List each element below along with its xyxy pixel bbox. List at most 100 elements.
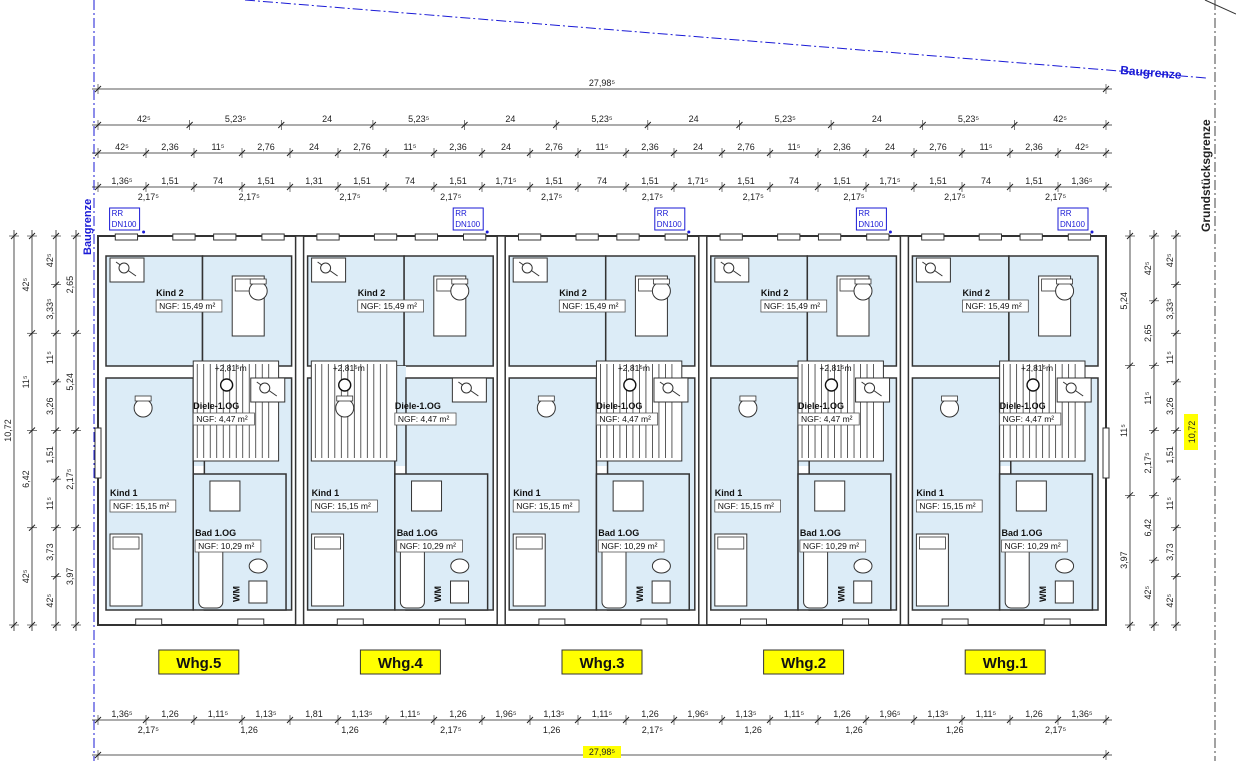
window-top xyxy=(978,233,1002,241)
vdim-label: 1,51 xyxy=(1165,446,1175,464)
washing-machine-label: WM xyxy=(635,586,645,602)
rr-size-label: DN100 xyxy=(1060,220,1085,229)
unit-label-box xyxy=(561,649,643,675)
vdim-label: 42⁵ xyxy=(21,277,31,291)
dim-label: 1,13⁵ xyxy=(351,709,373,719)
window-top xyxy=(213,233,237,241)
label-bad-area: NGF: 10,29 m² xyxy=(400,541,456,551)
dim-label: 24 xyxy=(309,142,319,152)
window-top xyxy=(172,233,196,241)
desk-chair-small xyxy=(864,382,876,394)
toilet xyxy=(1055,558,1075,574)
dim-label: 1,36⁵ xyxy=(1071,709,1093,719)
label-bad-area: NGF: 10,29 m² xyxy=(601,541,657,551)
dim-sublabel: 2,17⁵ xyxy=(440,725,462,735)
vdim-label: 5,24 xyxy=(65,373,75,391)
rr-pipe-dot xyxy=(485,230,489,234)
label-diele-area: NGF: 4,47 m² xyxy=(398,414,450,424)
label-kind-2-area-box xyxy=(962,299,1029,313)
vdim-label: 42⁵ xyxy=(45,594,55,608)
dim-label: 1,31 xyxy=(305,176,323,186)
dim-label: 2,36 xyxy=(641,142,659,152)
unit-label-box xyxy=(359,649,441,675)
dim-sublabel: 1,26 xyxy=(845,725,863,735)
label-bad-area-box xyxy=(194,539,262,553)
party-wall xyxy=(899,235,910,626)
washing-machine xyxy=(1054,580,1074,604)
label-kind-1-name: Kind 1 xyxy=(513,488,541,498)
washing-machine xyxy=(853,580,873,604)
chair-back xyxy=(854,278,872,285)
dim-sublabel: 2,17⁵ xyxy=(339,192,361,202)
chair-back xyxy=(1056,278,1073,285)
desk-chair-small xyxy=(460,382,472,394)
label-kind-1-area: NGF: 15,15 m² xyxy=(919,501,975,511)
dim-sublabel: 1,26 xyxy=(946,725,964,735)
chair-back xyxy=(336,395,354,402)
party-wall xyxy=(496,235,506,626)
window-bottom xyxy=(438,618,466,626)
vdim-label: 3,33⁵ xyxy=(1165,298,1175,320)
dim-label: 74 xyxy=(405,176,415,186)
label-bad-area-box xyxy=(396,539,463,553)
window-bottom xyxy=(336,618,364,626)
label-diele-area-box xyxy=(394,412,457,426)
label-diele-area-box xyxy=(192,412,255,426)
bathtub xyxy=(803,545,829,609)
window-top xyxy=(316,233,340,241)
label-kind-2-name: Kind 2 xyxy=(559,288,587,298)
vdim-label: 42⁵ xyxy=(21,569,31,583)
unit-label-box xyxy=(964,649,1046,675)
label-diele-name: Diele-1.OG xyxy=(395,401,441,411)
vdim-label: 42⁵ xyxy=(45,253,55,267)
bathtub xyxy=(1004,545,1030,609)
dim-label: 5,23⁵ xyxy=(958,114,980,124)
label-diele-area: NGF: 4,47 m² xyxy=(801,414,853,424)
dim-label: 11⁵ xyxy=(787,142,800,152)
boundary-lines xyxy=(93,0,1236,761)
desk-chair-small xyxy=(924,262,936,274)
height-marker-icon xyxy=(219,378,234,392)
vdim-label: 11⁵ xyxy=(1165,351,1175,364)
unit-label: Whg.3 xyxy=(580,655,625,672)
side-window-left xyxy=(94,427,102,479)
bathtub xyxy=(399,545,425,609)
dim-label: 2,76 xyxy=(737,142,755,152)
dim-sublabel: 2,17⁵ xyxy=(642,192,664,202)
grundstuecksgrenze-label: Grundstücksgrenze xyxy=(1199,119,1213,232)
window-bottom xyxy=(237,618,265,626)
unit-label-box xyxy=(763,649,845,675)
vdim-label: 10,72 xyxy=(3,419,13,442)
label-diele-area: NGF: 4,47 m² xyxy=(1003,414,1055,424)
label-bad-area-box xyxy=(799,539,867,553)
dim-label: 24 xyxy=(693,142,703,152)
dim-label: 1,51 xyxy=(737,176,755,186)
dim-label: 74 xyxy=(597,176,607,186)
vdim-label: 3,73 xyxy=(45,543,55,561)
label-diele-area-box xyxy=(797,412,860,426)
rr-box xyxy=(855,207,887,231)
height-marker-icon xyxy=(1026,378,1040,392)
dim-label: 42⁵ xyxy=(1053,114,1067,124)
vdim-label: 11⁵ xyxy=(45,497,55,510)
window-top xyxy=(664,233,688,241)
office-chair xyxy=(450,281,470,301)
desk-chair-small xyxy=(259,382,271,394)
label-kind-1-name: Kind 1 xyxy=(715,488,743,498)
window-top xyxy=(921,233,945,241)
dim-label: 1,11⁵ xyxy=(784,709,805,719)
window-top xyxy=(517,233,542,241)
rr-box xyxy=(1057,207,1089,231)
washing-machine-label: WM xyxy=(232,586,242,602)
depth-right-label: 10,72 xyxy=(1187,421,1197,444)
label-kind-2-area: NGF: 15,49 m² xyxy=(159,301,215,311)
dim-label: 5,23⁵ xyxy=(225,114,247,124)
desk-chair-small xyxy=(118,262,130,274)
rr-label: RR xyxy=(657,209,669,218)
dim-sublabel: 2,17⁵ xyxy=(642,725,664,735)
vdim-label: 3,73 xyxy=(1165,543,1175,561)
vdim-label: 42⁵ xyxy=(1143,261,1153,275)
dim-sublabel: 1,26 xyxy=(240,725,258,735)
